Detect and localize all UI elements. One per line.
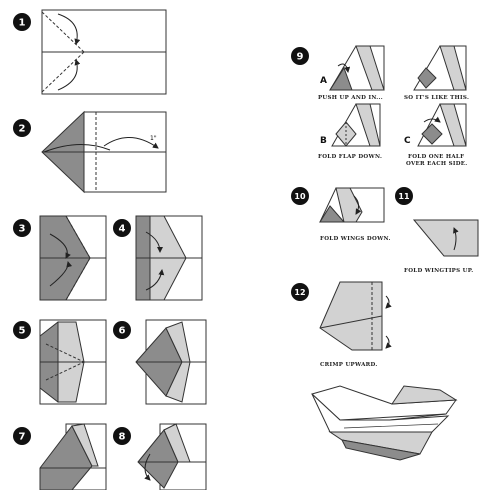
- step-3-badge: 3: [13, 219, 31, 237]
- step-9a-caption: PUSH UP AND IN...: [318, 95, 383, 101]
- step-5-number: 5: [19, 326, 26, 337]
- step-2-number: 2: [19, 124, 26, 135]
- step-badges: 1 2 3 4 5 6 7 8: [13, 13, 413, 445]
- step-4-diagram: [135, 215, 203, 301]
- step-12-diagram: [319, 281, 392, 351]
- step-9a-diagram: [329, 45, 385, 91]
- finished-plane-drawing: [311, 385, 458, 461]
- step-1-badge: 1: [13, 13, 31, 31]
- step-6-number: 6: [119, 326, 126, 337]
- step-7-number: 7: [19, 432, 26, 443]
- step-6-diagram: [135, 319, 207, 405]
- step-6-badge: 6: [113, 321, 131, 339]
- step-2-badge: 2: [13, 119, 31, 137]
- step-12-caption: CRIMP UPWARD.: [320, 362, 378, 368]
- step-4-number: 4: [119, 224, 126, 235]
- step-11-number: 11: [398, 192, 410, 201]
- step-9-badge: 9: [291, 47, 309, 65]
- step-7-diagram: [39, 423, 107, 490]
- step-12-number: 12: [294, 288, 305, 297]
- step-11-badge: 11: [395, 187, 413, 205]
- step-3-number: 3: [19, 224, 26, 235]
- step-9c-diagram: [417, 103, 467, 147]
- step-10-badge: 10: [291, 187, 309, 205]
- step-3-diagram: [39, 215, 107, 301]
- step-1-number: 1: [19, 18, 26, 29]
- step-9c-caption-line2: OVER EACH SIDE.: [406, 161, 468, 167]
- step-11-caption: FOLD WINGTIPS UP.: [404, 268, 474, 274]
- step-9a-letter: A: [320, 76, 327, 86]
- step-10-caption: FOLD WINGS DOWN.: [320, 236, 391, 242]
- step-9c-letter: C: [404, 136, 411, 146]
- step-10-diagram: [319, 187, 385, 223]
- step-2-diagram: 1": [41, 110, 167, 194]
- step-9b-diagram: [331, 103, 381, 147]
- step-9-number: 9: [297, 52, 304, 63]
- step-10-number: 10: [294, 192, 306, 201]
- step-9a2-diagram: [413, 45, 467, 91]
- step-9b-letter: B: [320, 136, 327, 146]
- step-4-badge: 4: [113, 219, 131, 237]
- step-5-diagram: [39, 319, 107, 405]
- step-5-badge: 5: [13, 321, 31, 339]
- step-8-number: 8: [119, 432, 126, 443]
- step-12-badge: 12: [291, 283, 309, 301]
- step-1-diagram: [41, 9, 167, 95]
- step-8-badge: 8: [113, 427, 131, 445]
- step-9c-caption-line1: FOLD ONE HALF: [408, 154, 465, 160]
- step-8-diagram: [137, 423, 207, 490]
- step-9b-caption: FOLD FLAP DOWN.: [318, 154, 383, 160]
- svg-text:1": 1": [150, 135, 157, 142]
- step-11-diagram: [412, 219, 479, 257]
- step-7-badge: 7: [13, 427, 31, 445]
- step-9a2-caption: SO IT'S LIKE THIS.: [404, 95, 470, 101]
